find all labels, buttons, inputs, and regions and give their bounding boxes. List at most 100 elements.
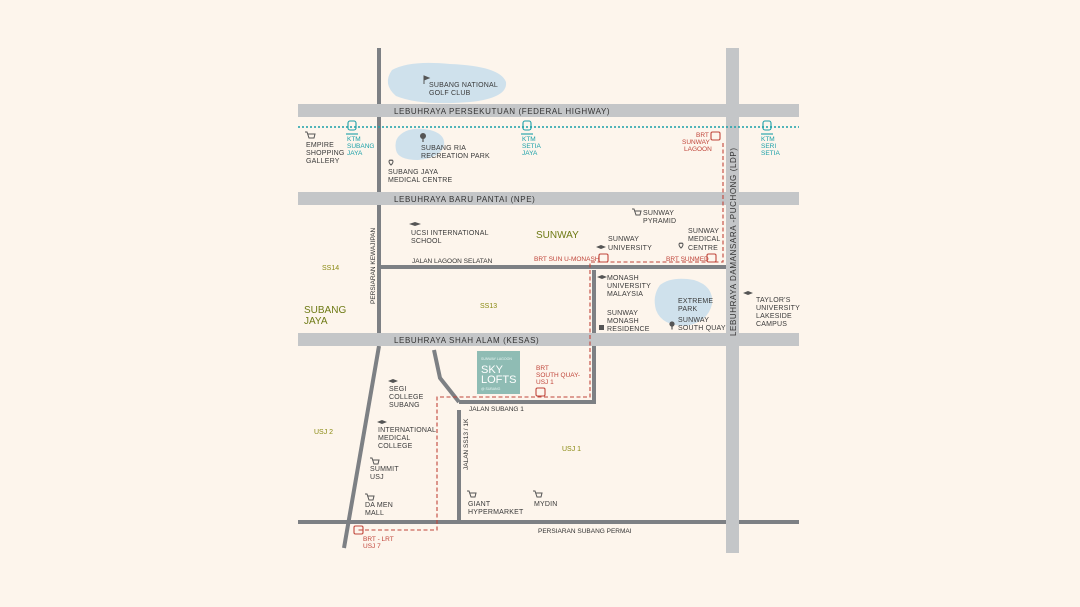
svg-text:SERI: SERI xyxy=(761,143,776,150)
heart-icon xyxy=(678,242,684,249)
brt-south-quay-station: BRT SOUTH QUAY- USJ 1 xyxy=(535,365,580,397)
svg-text:SUBANG: SUBANG xyxy=(389,402,420,409)
mydin: MYDIN xyxy=(533,490,558,508)
segi-college: SEGI COLLEGE SUBANG xyxy=(388,379,423,409)
graduation-cap-icon xyxy=(596,245,606,249)
ss13-area-label: SS13 xyxy=(480,303,497,310)
svg-text:SUBANG JAYA: SUBANG JAYA xyxy=(388,169,438,176)
svg-text:SOUTH QUAY: SOUTH QUAY xyxy=(678,325,726,332)
sky-lofts-project-marker: SUNWAY LAGOON SKY LOFTS @ SUBANG xyxy=(477,351,520,394)
svg-text:KTM: KTM xyxy=(522,136,536,143)
svg-text:SETIA: SETIA xyxy=(522,143,541,150)
svg-text:MEDICAL: MEDICAL xyxy=(378,435,411,442)
svg-text:SUNWAY: SUNWAY xyxy=(607,310,638,317)
graduation-cap-icon xyxy=(409,222,421,226)
svg-text:MALAYSIA: MALAYSIA xyxy=(607,291,643,298)
tree-icon xyxy=(420,133,426,142)
svg-text:BRT: BRT xyxy=(696,132,709,139)
international-medical-college: INTERNATIONAL MEDICAL COLLEGE xyxy=(377,420,436,450)
empire-shopping-gallery: EMPIRE SHOPPING GALLERY xyxy=(305,131,345,165)
shopping-cart-icon xyxy=(467,490,477,498)
brt-route xyxy=(358,143,724,531)
train-icon xyxy=(761,120,773,135)
graduation-cap-icon xyxy=(597,275,607,279)
svg-text:SUBANG: SUBANG xyxy=(347,143,374,150)
svg-text:RESIDENCE: RESIDENCE xyxy=(607,326,650,333)
svg-text:BRT SUN U-MONASH: BRT SUN U-MONASH xyxy=(534,256,600,263)
persiaran-subang-permai-label: PERSIARAN SUBANG PERMAI xyxy=(538,528,632,535)
svg-text:BRT: BRT xyxy=(536,365,549,372)
kesas-highway-label: LEBUHRAYA SHAH ALAM (KESAS) xyxy=(394,336,539,345)
svg-text:PARK: PARK xyxy=(678,306,697,313)
persiaran-kewajipan-label: PERSIARAN KEWAJIPAN xyxy=(370,227,377,304)
graduation-cap-icon xyxy=(743,291,753,295)
svg-text:SUNWAY: SUNWAY xyxy=(682,139,710,146)
svg-text:PYRAMID: PYRAMID xyxy=(643,218,676,225)
svg-text:MALL: MALL xyxy=(365,510,384,517)
ktm-setia-jaya-station: KTM SETIA JAYA xyxy=(521,120,541,157)
svg-text:SUMMIT: SUMMIT xyxy=(370,466,399,473)
svg-text:LOFTS: LOFTS xyxy=(481,374,516,386)
bus-icon xyxy=(598,253,609,263)
svg-text:SCHOOL: SCHOOL xyxy=(411,238,442,245)
svg-text:UNIVERSITY: UNIVERSITY xyxy=(607,283,651,290)
ktm-seri-setia-station: KTM SERI SETIA xyxy=(761,120,780,157)
svg-text:USJ 1: USJ 1 xyxy=(536,379,554,386)
svg-text:SUNWAY: SUNWAY xyxy=(688,228,719,235)
svg-text:EXTREME: EXTREME xyxy=(678,298,713,305)
jalan-lagoon-selatan-label: JALAN LAGOON SELATAN xyxy=(412,258,493,265)
sunway-medical-centre: SUNWAY MEDICAL CENTRE xyxy=(678,228,720,252)
svg-text:SUNWAY LAGOON: SUNWAY LAGOON xyxy=(481,357,512,361)
svg-text:SHOPPING: SHOPPING xyxy=(306,150,345,157)
subang-jaya-medical-centre: SUBANG JAYA MEDICAL CENTRE xyxy=(388,159,453,184)
svg-text:INTERNATIONAL: INTERNATIONAL xyxy=(378,427,436,434)
svg-text:TAYLOR'S: TAYLOR'S xyxy=(756,297,791,304)
ktm-subang-jaya-station: KTM SUBANG JAYA xyxy=(346,120,374,157)
giant-hypermarket: GIANT HYPERMARKET xyxy=(467,490,524,516)
taylors-university: TAYLOR'S UNIVERSITY LAKESIDE CAMPUS xyxy=(743,291,800,328)
sunway-university: SUNWAY UNIVERSITY xyxy=(596,236,652,252)
svg-text:CENTRE: CENTRE xyxy=(688,245,718,252)
svg-text:COLLEGE: COLLEGE xyxy=(378,443,413,450)
usj2-area-label: USJ 2 xyxy=(314,429,333,436)
bus-icon xyxy=(706,253,717,263)
sunway-pyramid: SUNWAY PYRAMID xyxy=(632,208,676,225)
svg-text:GALLERY: GALLERY xyxy=(306,158,340,165)
svg-text:RECREATION PARK: RECREATION PARK xyxy=(421,153,490,160)
svg-text:UNIVERSITY: UNIVERSITY xyxy=(608,245,652,252)
svg-text:USJ 7: USJ 7 xyxy=(363,543,381,550)
svg-text:MEDICAL CENTRE: MEDICAL CENTRE xyxy=(388,177,453,184)
subang-golf-club: SUBANG NATIONAL GOLF CLUB xyxy=(423,75,498,97)
graduation-cap-icon xyxy=(377,420,387,424)
svg-text:SUNWAY: SUNWAY xyxy=(643,210,674,217)
svg-text:SUNWAY: SUNWAY xyxy=(678,317,709,324)
svg-text:SUBANG NATIONAL: SUBANG NATIONAL xyxy=(429,82,498,89)
svg-text:JAYA: JAYA xyxy=(347,150,363,157)
svg-text:SUNWAY: SUNWAY xyxy=(608,236,639,243)
da-men-mall: DA MEN MALL xyxy=(365,493,393,517)
brt-usj7-station: BRT - LRT USJ 7 xyxy=(353,525,394,550)
ldp-highway-label: LEBUHRAYA DAMANSARA -PUCHONG (LDP) xyxy=(729,147,738,336)
svg-text:SEGI: SEGI xyxy=(389,386,407,393)
shopping-cart-icon xyxy=(533,490,543,498)
svg-text:LAGOON: LAGOON xyxy=(684,146,712,153)
svg-text:EMPIRE: EMPIRE xyxy=(306,142,334,149)
heart-icon xyxy=(388,159,394,166)
svg-text:SOUTH QUAY-: SOUTH QUAY- xyxy=(536,372,580,379)
train-icon xyxy=(521,120,533,135)
svg-text:SETIA: SETIA xyxy=(761,150,780,157)
sunway-district-label: SUNWAY xyxy=(536,230,579,241)
extreme-park: EXTREME PARK xyxy=(678,298,713,313)
brt-sun-u-monash-station: BRT SUN U-MONASH xyxy=(534,253,609,263)
train-icon xyxy=(346,120,358,135)
subang-jaya-district-label-2: JAYA xyxy=(304,316,328,327)
ss14-area-label: SS14 xyxy=(322,265,339,272)
sunway-south-quay: SUNWAY SOUTH QUAY xyxy=(669,317,726,332)
shopping-cart-icon xyxy=(632,208,642,216)
subang-ria-park: SUBANG RIA RECREATION PARK xyxy=(420,133,490,160)
svg-text:GIANT: GIANT xyxy=(468,501,491,508)
svg-text:MYDIN: MYDIN xyxy=(534,501,558,508)
svg-text:CAMPUS: CAMPUS xyxy=(756,321,787,328)
bus-icon xyxy=(353,525,364,535)
svg-text:MONASH: MONASH xyxy=(607,318,639,325)
